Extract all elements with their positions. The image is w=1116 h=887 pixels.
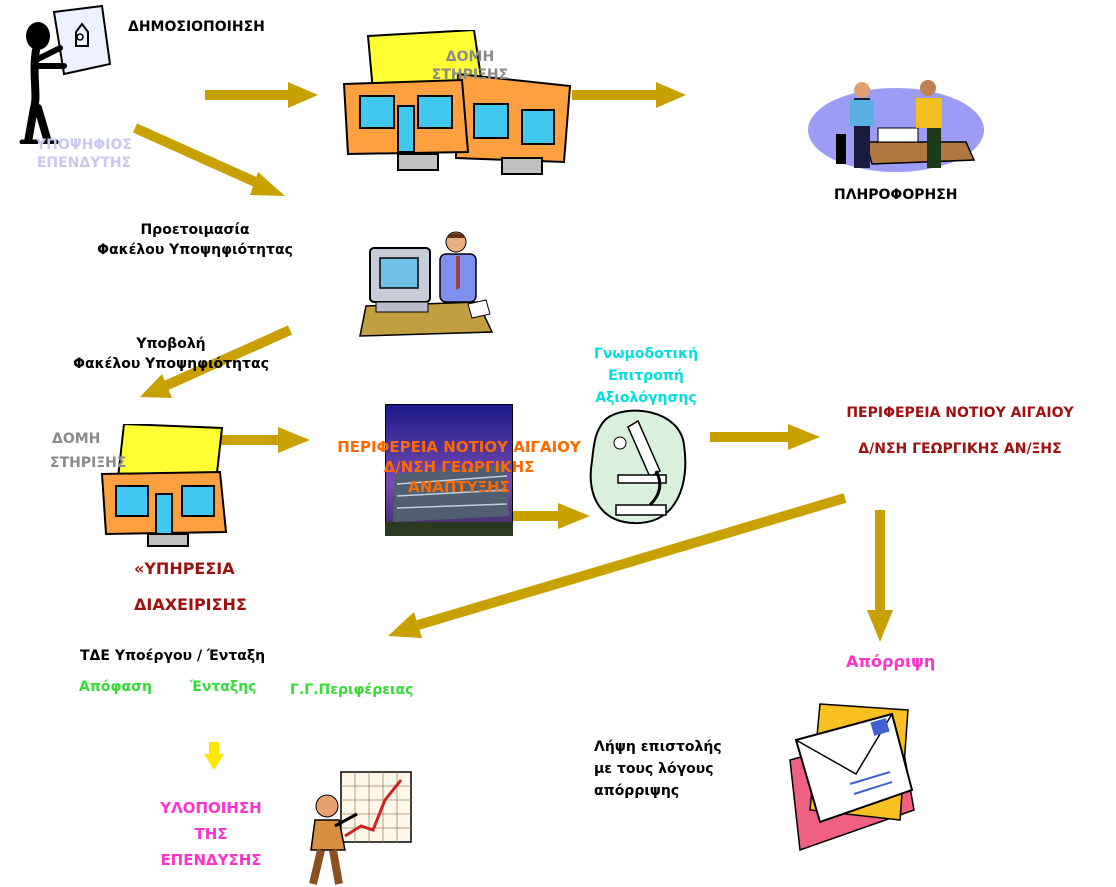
envelopes-letter-icon (789, 703, 915, 852)
man-with-growth-chart-icon (309, 771, 412, 885)
arrow-investor-to-preparation (132, 123, 265, 190)
man-at-computer-icon (359, 231, 494, 337)
investor-figure-icon (19, 4, 112, 144)
information-label: ΠΛΗΡΟΦΟΡΗΣΗ (834, 187, 958, 203)
support-structure-building-icon (342, 30, 572, 175)
rejection-label: Απόρριψη (846, 652, 936, 671)
support-structure-building-left-icon (100, 424, 228, 547)
inclusion-word-label: Ένταξης (190, 679, 257, 695)
arrow-to-implementation (204, 742, 224, 770)
publicity-label: ΔΗΜΟΣΙΟΠΟΙΗΣΗ (128, 19, 265, 35)
arrow-region-to-tde (416, 493, 847, 630)
secretary-general-label: Γ.Γ.Περιφέρειας (290, 682, 414, 698)
region-office-building-icon (385, 404, 513, 536)
tde-label: ΤΔΕ Υποέργου / Ένταξη (80, 648, 266, 664)
arrow-preparation-to-submission (162, 325, 293, 391)
decision-word-label: Απόφαση (79, 679, 152, 695)
microscope-icon (589, 409, 687, 525)
information-meeting-icon (808, 80, 984, 172)
